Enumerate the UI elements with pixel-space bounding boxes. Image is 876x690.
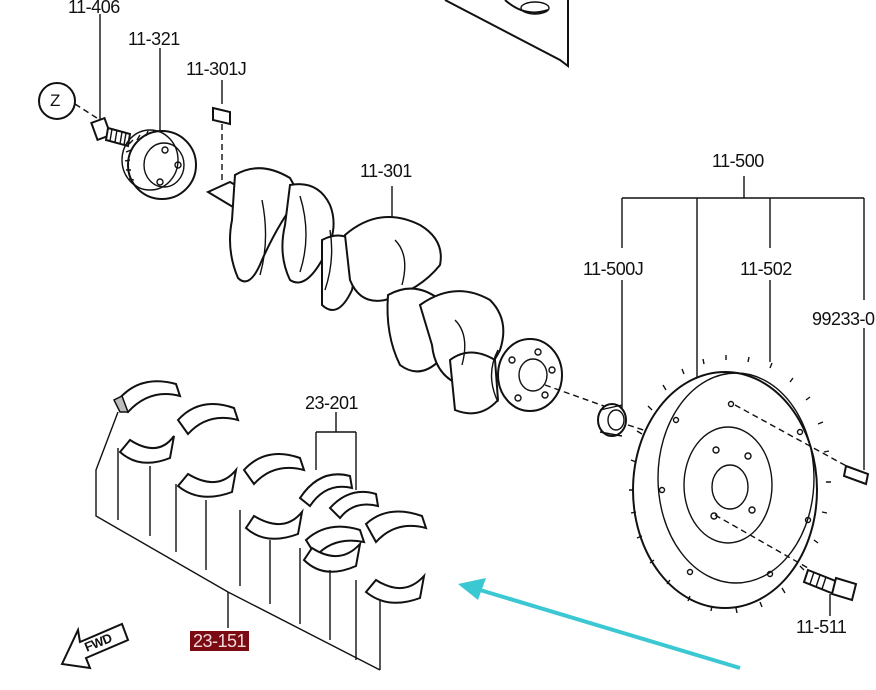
crankshaft-11-301 bbox=[205, 167, 616, 415]
key-11-301j bbox=[212, 80, 231, 180]
label-11-500j: 11-500J bbox=[583, 259, 644, 279]
thrust-bearings-23-201 bbox=[298, 412, 380, 520]
top-cutoff-part bbox=[444, 0, 569, 68]
dowel-pin-99233 bbox=[842, 328, 870, 486]
flywheel-11-502 bbox=[629, 280, 851, 614]
label-23-151-highlighted: 23-151 bbox=[190, 631, 250, 651]
label-11-301j: 11-301J bbox=[186, 59, 247, 79]
label-11-500: 11-500 bbox=[712, 151, 764, 171]
label-11-321: 11-321 bbox=[128, 29, 180, 49]
bolt-11-406 bbox=[90, 14, 132, 148]
label-11-511: 11-511 bbox=[796, 617, 847, 637]
label-11-301: 11-301 bbox=[360, 161, 412, 181]
bolt-11-511 bbox=[802, 568, 858, 616]
label-11-406: 11-406 bbox=[68, 0, 120, 17]
pilot-bearing-11-500j bbox=[597, 280, 691, 446]
sprocket-11-321 bbox=[121, 48, 197, 200]
label-11-502: 11-502 bbox=[740, 259, 792, 279]
label-99233: 99233-0 bbox=[812, 309, 875, 329]
label-z: Z bbox=[50, 91, 60, 110]
fwd-arrow-icon bbox=[60, 622, 130, 670]
main-bearings-23-151 bbox=[95, 380, 428, 671]
z-callout bbox=[38, 82, 101, 121]
label-23-201: 23-201 bbox=[305, 393, 359, 413]
annotation-arrow bbox=[458, 578, 741, 670]
